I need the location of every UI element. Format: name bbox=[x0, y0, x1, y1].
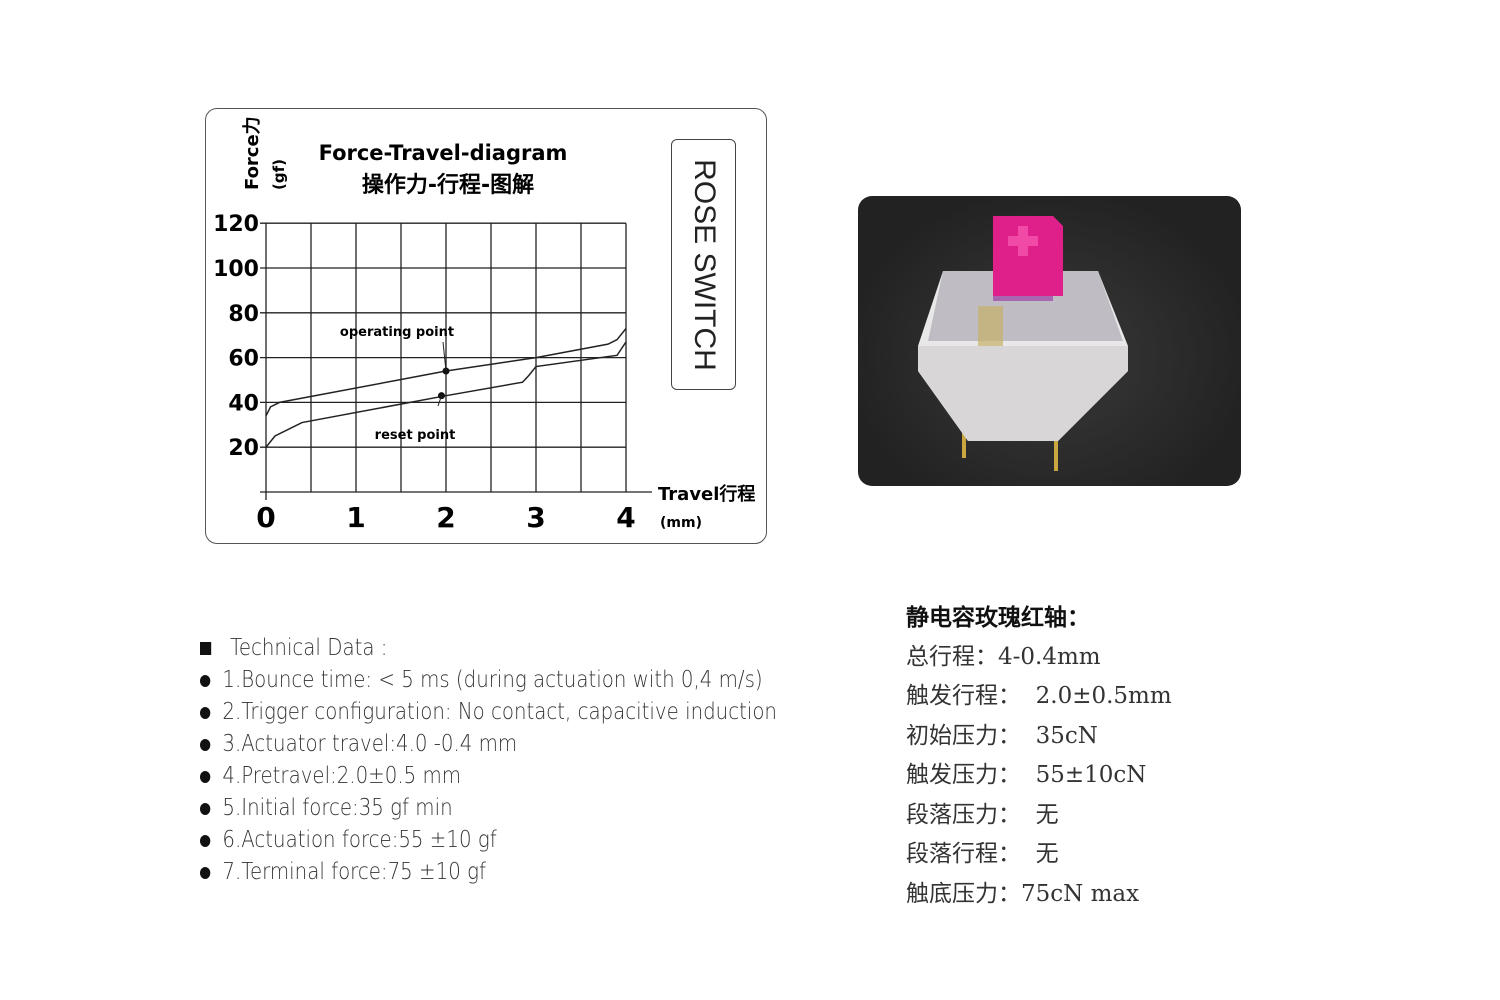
x-tick-label: 0 bbox=[256, 501, 275, 534]
force-travel-panel bbox=[205, 108, 767, 544]
technical-data: Technical Data : 1.Bounce time: < 5 ms (… bbox=[200, 632, 777, 885]
x-tick-label: 2 bbox=[436, 501, 455, 534]
technical-item: 6.Actuation force:55 ±10 gf bbox=[200, 824, 777, 856]
technical-item: 1.Bounce time: < 5 ms (during actuation … bbox=[200, 664, 777, 696]
switch-photo bbox=[858, 196, 1241, 486]
spec-item: 总行程：4-0.4mm bbox=[906, 643, 1101, 670]
square-bullet-icon bbox=[200, 642, 212, 655]
spec-item: 触发行程： 2.0±0.5mm bbox=[906, 683, 1172, 709]
y-axis-unit: (gf) bbox=[270, 159, 288, 190]
technical-item: 3.Actuator travel:4.0 -0.4 mm bbox=[200, 728, 777, 760]
y-axis-label: Force力 bbox=[242, 116, 263, 190]
bullet-icon bbox=[200, 674, 211, 687]
annotation-leader bbox=[442, 341, 447, 372]
technical-item: 5.Initial force:35 gf min bbox=[200, 792, 777, 824]
bullet-icon bbox=[200, 738, 211, 751]
y-tick-label: 120 bbox=[213, 212, 259, 237]
x-tick-label: 4 bbox=[616, 501, 635, 534]
x-axis-label: Travel行程 bbox=[658, 483, 755, 505]
spec-item: 触发压力： 55±10cN bbox=[906, 762, 1147, 788]
bullet-icon bbox=[200, 802, 211, 815]
y-tick-label: 40 bbox=[228, 391, 259, 416]
spec-item: 初始压力： 35cN bbox=[906, 722, 1098, 749]
y-tick-label: 20 bbox=[228, 436, 259, 461]
spec-item: 段落压力： 无 bbox=[906, 801, 1059, 828]
y-tick-label: 80 bbox=[228, 302, 259, 327]
x-tick-label: 3 bbox=[526, 501, 545, 534]
annotation-label: operating point bbox=[340, 325, 454, 340]
x-axis-unit: (mm) bbox=[660, 515, 702, 531]
chart-title: Force-Travel-diagram bbox=[319, 141, 568, 165]
y-tick-label: 60 bbox=[228, 347, 259, 372]
chart-subtitle: 操作力-行程-图解 bbox=[362, 172, 534, 198]
spec-item: 触底压力：75cN max bbox=[906, 880, 1140, 907]
switch-name: ROSE SWITCH bbox=[687, 158, 721, 371]
switch-name-box: ROSE SWITCH bbox=[671, 139, 736, 390]
y-tick-label: 100 bbox=[213, 257, 259, 282]
annotation-leader bbox=[437, 395, 442, 407]
chinese-specs: 静电容玫瑰红轴： 总行程：4-0.4mm 触发行程： 2.0±0.5mm 初始压力：… bbox=[906, 598, 1172, 907]
annotation-label: reset point bbox=[375, 428, 456, 443]
bullet-icon bbox=[200, 834, 211, 847]
technical-item: 2.Trigger configuration: No contact, cap… bbox=[200, 696, 777, 728]
bullet-icon bbox=[200, 770, 211, 783]
switch-illustration bbox=[918, 216, 1128, 471]
x-tick-label: 1 bbox=[346, 501, 365, 534]
technical-heading: Technical Data : bbox=[200, 632, 777, 664]
bullet-icon bbox=[200, 706, 211, 719]
bullet-icon bbox=[200, 866, 211, 879]
technical-item: 7.Terminal force:75 ±10 gf bbox=[200, 856, 777, 888]
spec-item: 段落行程： 无 bbox=[906, 841, 1059, 867]
technical-item: 4.Pretravel:2.0±0.5 mm bbox=[200, 760, 777, 792]
chinese-specs-heading: 静电容玫瑰红轴： bbox=[906, 604, 1090, 631]
series-line-release bbox=[265, 341, 627, 448]
series-line-press bbox=[265, 328, 627, 417]
